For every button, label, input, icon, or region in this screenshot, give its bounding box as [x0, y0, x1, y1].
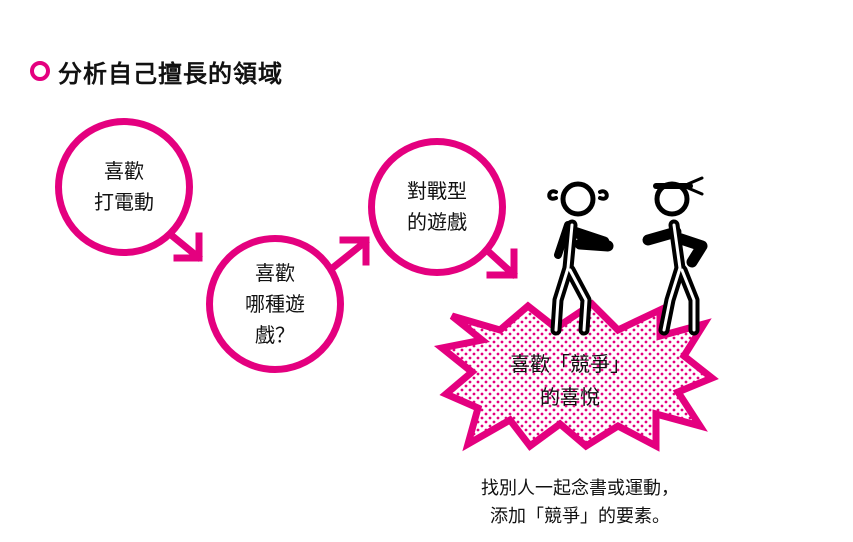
title-text: 分析自己擅長的領域 [58, 59, 283, 88]
burst-shape-icon [433, 299, 719, 452]
flow-step-2-label: 喜歡 哪種遊 戲？ [245, 260, 305, 347]
caption-text: 找別人一起念書或運動， 添加「競爭」的要素。 [481, 478, 679, 527]
flow-step-2: 喜歡 哪種遊 戲？ [206, 235, 344, 373]
flow-step-3-label: 對戰型 的遊戲 [407, 179, 467, 234]
page-title: 分析自己擅長的領域 [30, 54, 283, 88]
result-label: 喜歡「競爭」 的喜悅 [510, 352, 630, 409]
people-figures-icon [547, 176, 708, 336]
flow-step-1: 喜歡 打電動 [55, 118, 193, 256]
arrow-icon [325, 236, 370, 275]
title-bullet-icon [30, 61, 50, 81]
flow-step-1-label: 喜歡 打電動 [94, 159, 154, 214]
flow-step-3: 對戰型 的遊戲 [368, 138, 506, 276]
